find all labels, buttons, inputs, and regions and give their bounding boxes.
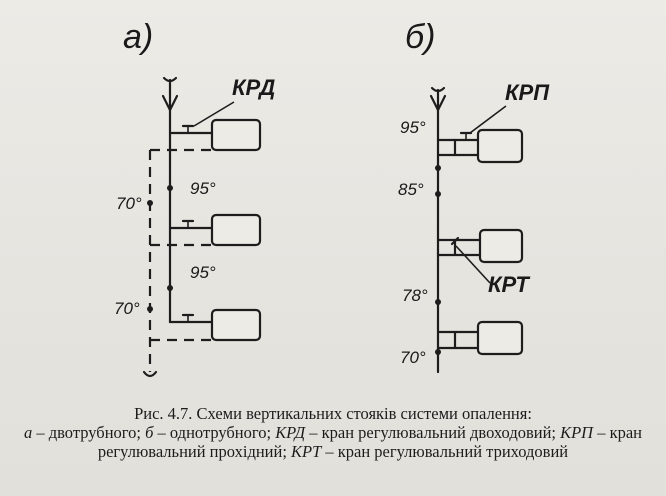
krd-leader-line <box>193 101 235 127</box>
temp-label-a-3: 95° <box>190 263 216 282</box>
krp-leader-line <box>469 105 507 134</box>
caption-text-a: – двотрубного; <box>32 423 146 442</box>
radiator-a2 <box>210 213 262 247</box>
temp-point-a-supply-1 <box>167 185 173 191</box>
temp-label-a-4: 70° <box>114 299 140 318</box>
radiator-a1 <box>210 118 262 152</box>
figure-caption: Рис. 4.7. Схеми вертикальних стояків сис… <box>0 404 666 461</box>
flow-arrow-a <box>161 94 179 112</box>
caption-key-krd: КРД <box>275 423 306 442</box>
radiator-b3 <box>476 320 524 356</box>
temp-point-a-return-1 <box>147 200 153 206</box>
caption-text-krt: – кран регулювальний триходовий <box>321 442 569 461</box>
temp-point-b-4 <box>435 349 441 355</box>
caption-text-b: – однотрубного; <box>153 423 276 442</box>
valve-b2-handle <box>450 236 460 246</box>
krt-leader-line <box>455 245 491 284</box>
temp-point-b-2 <box>435 191 441 197</box>
radiator-b1 <box>476 128 524 164</box>
flow-arrow-b <box>429 94 447 112</box>
temp-point-a-supply-2 <box>167 285 173 291</box>
temp-point-b-3 <box>435 299 441 305</box>
caption-key-krt: КРТ <box>291 442 322 461</box>
panel-a-title: а) <box>123 18 153 56</box>
caption-line-2: а – двотрубного; б – однотрубного; КРД –… <box>0 423 666 461</box>
caption-key-b: б <box>145 423 154 442</box>
temp-label-a-2: 70° <box>116 194 142 213</box>
valve-label-krp: КРП <box>505 80 550 105</box>
valve-label-krd: КРД <box>232 75 275 100</box>
panel-b-title: б) <box>405 18 435 56</box>
caption-text-krd: – кран регулювальний двоходовий; <box>305 423 561 442</box>
panel-a-two-pipe: а) КРД <box>114 18 275 378</box>
temp-point-a-return-2 <box>147 306 153 312</box>
caption-key-a: а <box>23 423 33 442</box>
valve-label-krt: КРТ <box>488 272 530 297</box>
temp-point-b-1 <box>435 165 441 171</box>
caption-text-krp: – кран регулювальний прохідний; <box>97 423 643 461</box>
riser-a-break-bottom <box>142 370 158 378</box>
temp-label-b-4: 70° <box>400 348 426 367</box>
caption-line-1: Рис. 4.7. Схеми вертикальних стояків сис… <box>0 404 666 423</box>
radiator-a3 <box>210 308 262 342</box>
panel-b-one-pipe: б) КРП КРТ <box>398 18 550 374</box>
temp-label-b-3: 78° <box>402 286 428 305</box>
temp-label-b-2: 85° <box>398 180 424 199</box>
radiator-b2 <box>478 228 524 264</box>
temp-label-a-1: 95° <box>190 179 216 198</box>
temp-label-b-1: 95° <box>400 118 426 137</box>
caption-figure-title: Рис. 4.7. Схеми вертикальних стояків сис… <box>134 404 532 423</box>
caption-key-krp: КРП <box>560 423 594 442</box>
heating-riser-diagram: а) КРД <box>114 18 550 378</box>
